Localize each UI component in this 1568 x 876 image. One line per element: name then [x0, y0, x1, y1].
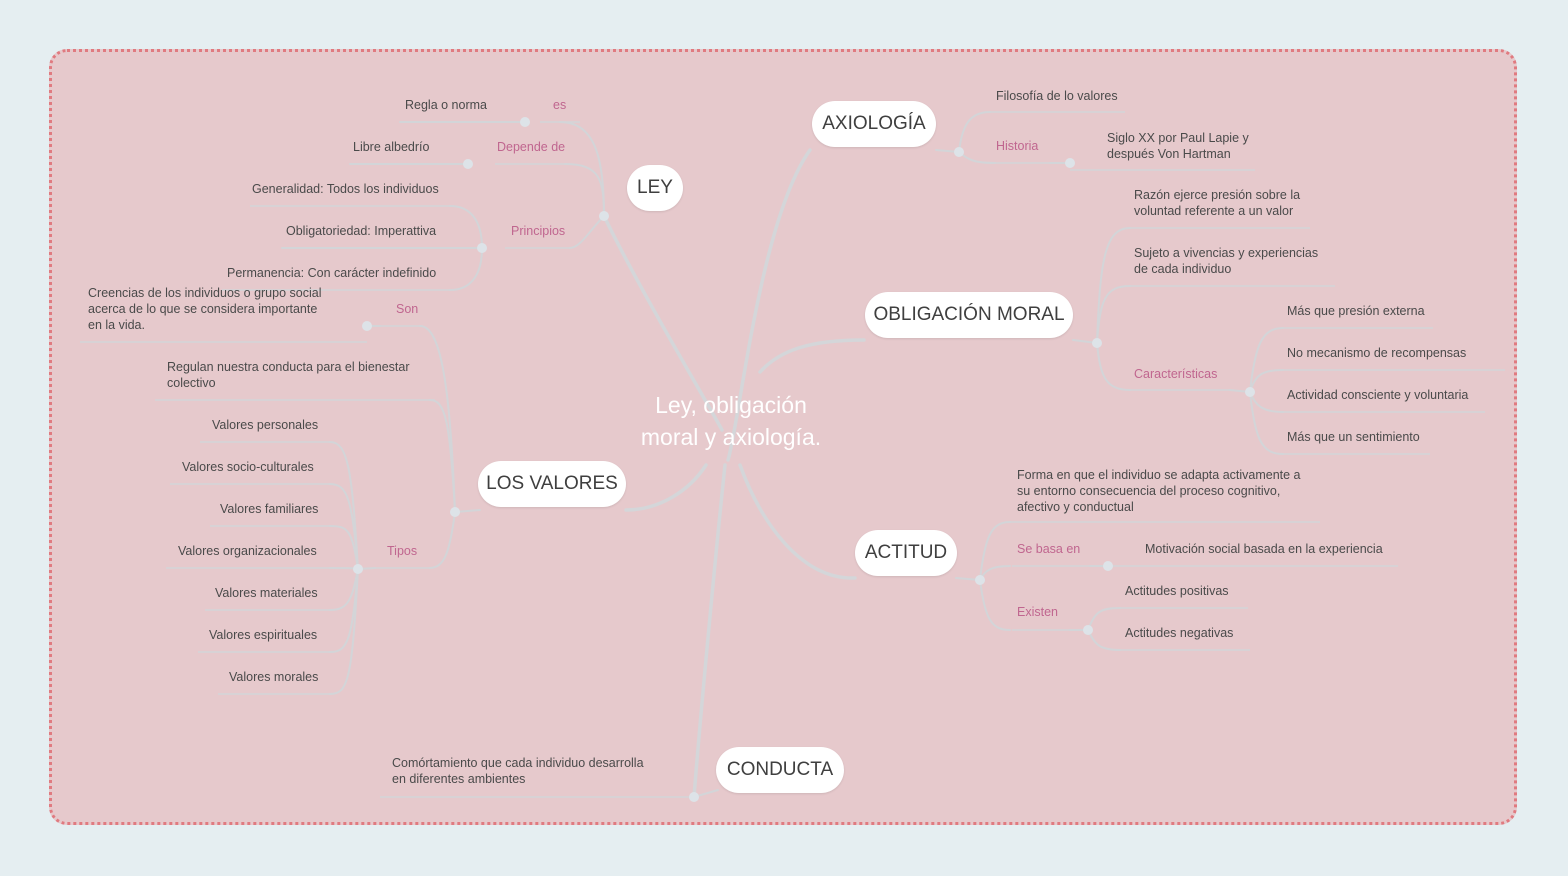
axiologia-historia-label: Historia: [996, 139, 1039, 153]
actitud-existen-1: Actitudes positivas: [1125, 584, 1229, 598]
actitud-existen-2: Actitudes negativas: [1125, 626, 1234, 640]
valores-tipos-label: Tipos: [387, 544, 418, 558]
obligacion-item-1: Razón ejerce presión sobre la voluntad r…: [1134, 188, 1301, 218]
caracteristica-1: Más que presión externa: [1287, 304, 1425, 318]
caracteristica-3: Actividad consciente y voluntaria: [1287, 388, 1469, 402]
topic-los-valores[interactable]: LOS VALORES: [478, 461, 626, 507]
mind-map-board: [49, 49, 1517, 825]
actitud-se-basa-value: Motivación social basada en la experienc…: [1145, 542, 1383, 556]
axiologia-definition: Filosofía de lo valores: [996, 89, 1118, 103]
valor-tipo-7: Valores morales: [229, 670, 319, 684]
valor-tipo-4: Valores organizacionales: [178, 544, 317, 558]
central-topic-line-2: moral y axiología.: [640, 424, 822, 450]
topic-conducta[interactable]: CONDUCTA: [716, 747, 844, 793]
ley-depende-value: Libre albedrío: [353, 140, 430, 154]
valor-tipo-6: Valores espirituales: [209, 628, 318, 642]
ley-principio-1: Generalidad: Todos los individuos: [252, 182, 439, 196]
ley-principios-label: Principios: [511, 224, 566, 238]
topic-ley[interactable]: LEY: [627, 165, 683, 211]
ley-principio-2: Obligatoriedad: Imperattiva: [286, 224, 437, 238]
valores-son-text: Creencias de los individuos o grupo soci…: [88, 286, 322, 332]
topic-obligacion-moral[interactable]: OBLIGACIÓN MORAL: [865, 292, 1073, 338]
topic-axiologia[interactable]: AXIOLOGÍA: [812, 101, 936, 147]
central-topic[interactable]: Ley, obligación moral y axiología.: [610, 389, 852, 453]
ley-es-value: Regla o norma: [405, 98, 487, 112]
axiologia-historia-text: Siglo XX por Paul Lapie y después Von Ha…: [1107, 131, 1249, 161]
ley-es-label: es: [553, 98, 567, 112]
central-topic-line-1: Ley, obligación: [655, 392, 807, 418]
obligacion-caracteristicas-label: Características: [1134, 367, 1218, 381]
caracteristica-4: Más que un sentimiento: [1287, 430, 1420, 444]
valores-regulan-text: Regulan nuestra conducta para el bienest…: [167, 360, 410, 390]
valor-tipo-5: Valores materiales: [215, 586, 318, 600]
obligacion-item-2: Sujeto a vivencias y experiencias de cad…: [1134, 246, 1319, 276]
ley-depende-label: Depende de: [497, 140, 566, 154]
actitud-se-basa-label: Se basa en: [1017, 542, 1081, 556]
valor-tipo-3: Valores familiares: [220, 502, 319, 516]
actitud-existen-label: Existen: [1017, 605, 1058, 619]
valor-tipo-1: Valores personales: [212, 418, 319, 432]
valores-son-label: Son: [396, 302, 419, 316]
actitud-definition: Forma en que el individuo se adapta acti…: [1017, 468, 1301, 514]
valor-tipo-2: Valores socio-culturales: [182, 460, 314, 474]
ley-principio-3: Permanencia: Con carácter indefinido: [227, 266, 437, 280]
conducta-definition: Comórtamiento que cada individuo desarro…: [392, 756, 644, 786]
topic-actitud[interactable]: ACTITUD: [855, 530, 957, 576]
caracteristica-2: No mecanismo de recompensas: [1287, 346, 1467, 360]
